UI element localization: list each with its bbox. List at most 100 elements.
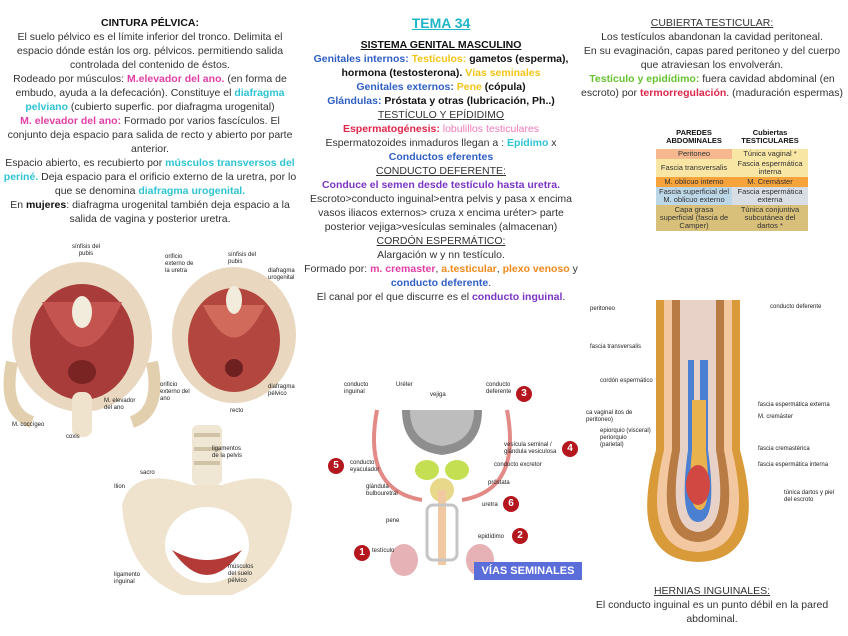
- spermatic-cord-diagram: [647, 300, 749, 562]
- page-title: TEMA 34: [411, 15, 471, 31]
- figure-label: epidídimo: [478, 534, 505, 540]
- pelvic-floor-illustration-superior: [3, 262, 161, 437]
- subheading: TESTÍCULO Y EPÍDIDIMO: [377, 109, 505, 121]
- table-cell: Peritoneo: [656, 149, 732, 159]
- paragraph: Formado por: m. cremaster, a.testicular,…: [304, 263, 578, 289]
- figure-label: Ilion: [114, 484, 126, 490]
- paragraph: Rodeado por músculos: M.elevador del ano…: [13, 73, 287, 113]
- figure-label: peritoneo: [590, 306, 616, 312]
- number-badge: 2: [512, 528, 528, 544]
- figure-label: ca vaginal itos de peritoneo): [586, 410, 633, 423]
- paragraph: El suelo pélvico es el límite inferior d…: [16, 31, 284, 71]
- pelvis-bone-illustration: [122, 425, 292, 595]
- figure-label: diafragma urogenital: [268, 268, 295, 281]
- number-badge: 4: [562, 441, 578, 457]
- figure-label: conducto deferente: [770, 304, 822, 310]
- section-title: CINTURA PÉLVICA:: [101, 17, 199, 29]
- figure-label: sacro: [140, 470, 155, 476]
- paragraph: M. elevador del ano: Formado por varios …: [7, 115, 293, 155]
- figure-label: sínfisis del pubis: [228, 252, 257, 265]
- figure-label: fascia transversalis: [590, 344, 642, 350]
- paragraph: Alargación w y nn testículo.: [377, 249, 505, 261]
- paragraph: Espacio abierto, es recubierto por múscu…: [3, 157, 297, 197]
- figure-label: fascia espermática externa: [758, 402, 830, 408]
- inguinal-hernias-section: HERNIAS INGUINALES: El conducto inguinal…: [576, 584, 848, 626]
- paragraph: Testículo y epidídimo: fuera cavidad abd…: [580, 73, 844, 99]
- subheading: CONDUCTO DEFERENTE:: [376, 165, 506, 177]
- table-cell: Túnica vaginal *: [732, 149, 808, 159]
- number-badge: 3: [516, 386, 532, 402]
- figure-label: ligamentos de la pelvis: [212, 446, 243, 459]
- figure-label: túnica dartos y piel del escroto: [784, 490, 835, 503]
- figure-label: pene: [386, 518, 400, 524]
- figure-label: M. coccígeo: [12, 422, 45, 428]
- figure-label: ligamento inguinal: [114, 572, 141, 585]
- table-cell: Fascia transversalis: [656, 159, 732, 177]
- section-subtitle: SISTEMA GENITAL MASCULINO: [360, 39, 522, 51]
- figure-label: orificio externo de la uretra: [165, 254, 194, 274]
- paragraph: Conduce el semen desde testículo hasta u…: [321, 179, 561, 191]
- figure-label: coxis: [66, 434, 80, 440]
- figure-label: orificio externo del ano: [160, 382, 190, 402]
- table-header: Cubiertas TESTICULARES: [741, 128, 799, 145]
- table-cell: Fascia espermática interna: [732, 159, 808, 177]
- figure-label: diafragma pélvico: [268, 384, 295, 397]
- figure-label: M. cremáster: [758, 414, 794, 420]
- subheading: CORDÓN ESPERMÁTICO:: [376, 235, 506, 247]
- figure-label: músculos del suelo pélvico: [228, 564, 254, 584]
- table-cell: Capa grasa superficial (fascia de Camper…: [656, 205, 732, 231]
- paragraph: Conductos eferentes: [388, 151, 494, 163]
- figure-label: recto: [230, 408, 244, 414]
- figure-label: glándula bulbouretral: [366, 484, 398, 497]
- figure-label: vesícula seminal / glándula vesiculosa: [504, 442, 557, 455]
- male-genital-section: TEMA 34 SISTEMA GENITAL MASCULINO Genita…: [300, 0, 582, 304]
- table-cell: Túnica conjuntiva subcutánea del dartos …: [732, 205, 808, 231]
- figure-label: M. elevador del ano: [104, 398, 136, 411]
- figure-label: Uréter: [396, 382, 413, 388]
- figure-label: epiorquio (visceral) periorquio (parieta…: [600, 428, 651, 448]
- paragraph: En su evaginación, capas pared peritoneo…: [583, 45, 841, 71]
- figure-label: conducto inguinal: [344, 382, 369, 395]
- testicular-covering-section: CUBIERTA TESTICULAR: Los testículos aban…: [576, 0, 848, 100]
- paragraph: En mujeres: diafragma urogenital también…: [10, 199, 290, 225]
- table-header: PAREDES ABDOMINALES: [666, 128, 722, 145]
- number-badge: 5: [328, 458, 344, 474]
- paragraph: Los testículos abandonan la cavidad peri…: [601, 31, 823, 43]
- subheading: HERNIAS INGUINALES:: [653, 585, 771, 597]
- table-row: Fascia transversalis Fascia espermática …: [656, 159, 808, 177]
- table-cell: Fascia espermática externa: [732, 187, 808, 205]
- figure-label: conducto deferente: [486, 382, 512, 395]
- figure-label: conducto excretor: [494, 462, 542, 468]
- coverings-table: PAREDES ABDOMINALES Cubiertas TESTICULAR…: [656, 128, 808, 231]
- paragraph: Genitales internos: Testículos: gametos …: [313, 53, 569, 79]
- paragraph: Glándulas: Próstata y otras (lubricación…: [327, 95, 555, 107]
- number-badge: 1: [354, 545, 370, 561]
- table-row: Peritoneo Túnica vaginal *: [656, 149, 808, 159]
- figure-label: sínfisis del pubis: [71, 244, 100, 257]
- paragraph: Genitales externos: Pene (cópula): [356, 81, 526, 93]
- paragraph: El canal por el que discurre es el condu…: [316, 291, 566, 303]
- table-row: Capa grasa superficial (fascia de Camper…: [656, 205, 808, 231]
- figure-label: próstata: [488, 480, 510, 486]
- figure-label: vejiga: [430, 392, 446, 398]
- subheading: CUBIERTA TESTICULAR:: [650, 17, 774, 29]
- paragraph: Espermatogénesis: lobulillos testiculare…: [342, 123, 540, 135]
- table-row: Fascia superficial del M. oblicuo extern…: [656, 187, 808, 205]
- number-badge: 6: [503, 496, 519, 512]
- figure-label: conducto eyaculador: [350, 460, 380, 473]
- paragraph: El conducto inguinal es un punto débil e…: [595, 599, 829, 625]
- pelvic-floor-illustration-inferior: [172, 267, 296, 403]
- pelvic-girdle-section: CINTURA PÉLVICA: El suelo pélvico es el …: [0, 0, 300, 226]
- table-cell: M. Cremáster: [732, 177, 808, 187]
- figure-label: testículo: [372, 548, 395, 554]
- table-row: M. oblicuo interno M. Cremáster: [656, 177, 808, 187]
- table-cell: Fascia superficial del M. oblicuo extern…: [656, 187, 732, 205]
- male-reproductive-diagram: [372, 409, 512, 576]
- paragraph: Escroto>conducto inguinal>entra pelvis y…: [309, 193, 573, 233]
- table-cell: M. oblicuo interno: [656, 177, 732, 187]
- figure-label: fascia cremastérica: [758, 446, 810, 452]
- figure-label: cordón espermático: [600, 378, 653, 384]
- figure-label: uretra: [482, 502, 498, 508]
- paragraph: Espermatozoides inmaduros llegan a : Epí…: [325, 137, 557, 149]
- table-header-row: PAREDES ABDOMINALES Cubiertas TESTICULAR…: [656, 128, 808, 149]
